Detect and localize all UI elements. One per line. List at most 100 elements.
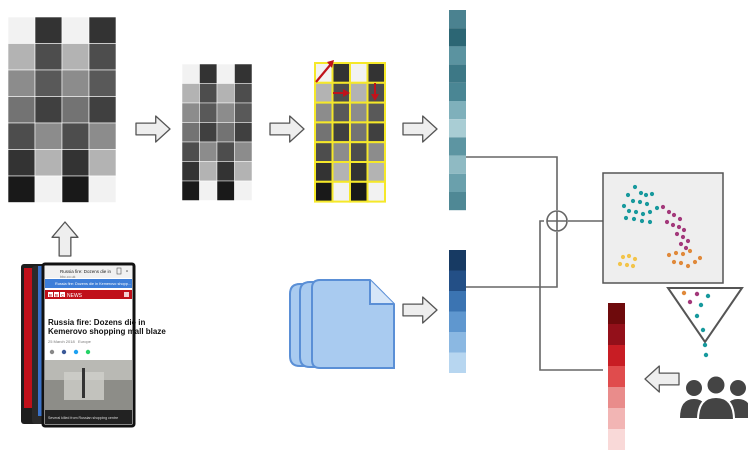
- grid-cell: [61, 69, 90, 97]
- grid-cell: [61, 175, 90, 203]
- grid-cell: [314, 161, 334, 183]
- vector-cell: [449, 137, 466, 156]
- combine-operator-icon: [546, 210, 568, 232]
- hamburger-icon: [124, 292, 129, 297]
- vector-cell: [449, 352, 466, 373]
- vertical-arrow-head: [371, 94, 379, 101]
- grid-cell: [7, 175, 36, 203]
- grid-cell: [216, 161, 235, 182]
- bbc-letter-3: C: [61, 292, 64, 297]
- grid-cell: [199, 63, 218, 84]
- vector-cell: [449, 270, 466, 291]
- section-label: Europe: [78, 339, 92, 344]
- user-to-combine-line: [539, 220, 603, 371]
- grid-cell: [314, 121, 334, 144]
- grid-cell: [234, 180, 253, 201]
- scatter-point: [632, 184, 638, 190]
- diagonal-arrow-head: [327, 60, 334, 68]
- photo-caption: Several killed from Russian shopping cen…: [48, 416, 118, 420]
- menu-dots-icon: [126, 270, 128, 272]
- grid-cell: [199, 102, 218, 123]
- grid-cell: [7, 149, 36, 177]
- grid-cell: [216, 122, 235, 143]
- vector-cell: [449, 173, 466, 192]
- grid-cell: [216, 141, 235, 162]
- grid-cell: [366, 141, 386, 163]
- embedding-scatter: [617, 184, 703, 269]
- grid-cell: [216, 83, 235, 104]
- vector-cell: [449, 46, 466, 65]
- scatter-point: [697, 255, 703, 261]
- grid-cell: [331, 62, 351, 84]
- tabs-icon: [116, 267, 122, 275]
- scatter-point: [626, 253, 632, 259]
- grid-cell: [314, 101, 334, 124]
- funnel-dots: [681, 290, 711, 358]
- grid-cell: [349, 121, 369, 144]
- document-stack-icon: [289, 279, 395, 369]
- scatter-point: [649, 191, 655, 197]
- scatter-point: [676, 224, 682, 230]
- user-head-left: [686, 380, 702, 396]
- embedding-space-panel: [602, 172, 724, 284]
- vector-cell: [449, 82, 466, 101]
- grid-cell: [234, 161, 253, 182]
- vector-cell: [449, 291, 466, 312]
- left-arrow-icon: [644, 365, 680, 393]
- grid-cell: [366, 62, 386, 84]
- bbc-logo-block-3: [60, 292, 65, 297]
- scatter-point: [666, 252, 672, 258]
- document-fold: [369, 280, 394, 305]
- funnel-icon: [666, 287, 744, 344]
- scatter-point: [639, 218, 645, 224]
- grid-cell: [314, 81, 334, 104]
- right-arrow-icon: [269, 115, 305, 143]
- grid-cell: [234, 63, 253, 84]
- scatter-point: [621, 203, 627, 209]
- notification-banner: [45, 279, 132, 288]
- scatter-point: [692, 259, 698, 265]
- funnel-point: [702, 342, 708, 348]
- scatter-point: [670, 222, 676, 228]
- funnel-point: [681, 290, 687, 296]
- grid-cell: [61, 122, 90, 150]
- scatter-point: [678, 241, 684, 247]
- user-head-center: [705, 374, 727, 396]
- funnel-point: [703, 352, 709, 358]
- webpage-screenshot: Russia fire: Dozens die in bbc.co.uk Rus…: [21, 262, 166, 428]
- up-arrow-icon: [51, 221, 79, 257]
- user-body-center: [696, 395, 736, 421]
- grid-cell: [61, 43, 90, 71]
- user-head-right: [730, 380, 746, 396]
- grid-cell: [216, 180, 235, 201]
- funnel-point: [694, 291, 700, 297]
- grid-cell: [349, 141, 369, 163]
- vector-cell: [449, 332, 466, 353]
- grid-cell: [34, 43, 63, 71]
- grid-cell: [349, 161, 369, 183]
- grid-cell: [234, 83, 253, 104]
- grid-cell: [314, 180, 334, 203]
- scatter-point: [630, 263, 636, 269]
- grid-cell: [349, 101, 369, 124]
- grid-cell: [366, 101, 386, 124]
- scatter-point: [671, 259, 677, 265]
- grayscale-grid-large: [7, 16, 117, 203]
- scatter-point: [677, 216, 683, 222]
- photo-caption-bar: [45, 410, 132, 424]
- vector-cell: [449, 155, 466, 174]
- grid-cell: [61, 96, 90, 124]
- grid-cell: [216, 102, 235, 123]
- vector-cell: [608, 408, 625, 429]
- scatter-point: [680, 251, 686, 257]
- vector-cell: [449, 119, 466, 138]
- right-arrow-icon: [402, 296, 438, 324]
- right-arrow-icon: [402, 115, 438, 143]
- vector-cell: [608, 366, 625, 387]
- grid-cell: [34, 69, 63, 97]
- scatter-point: [674, 231, 680, 237]
- grayscale-grid-small: [181, 63, 253, 201]
- scatter-point: [660, 204, 666, 210]
- grid-cell: [181, 141, 200, 162]
